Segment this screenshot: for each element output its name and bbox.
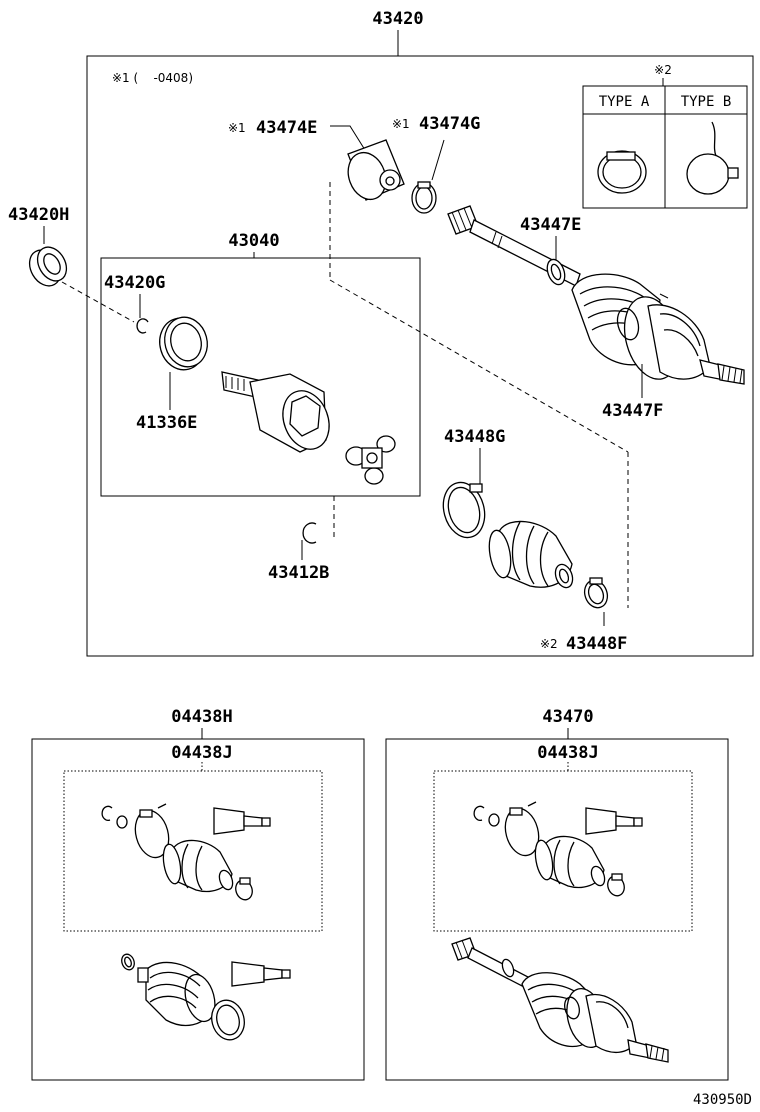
label-43474G: 43474G — [419, 114, 480, 134]
label-43474E: 43474E — [256, 118, 317, 138]
right-kit-drive-shaft-icon — [451, 937, 669, 1063]
part-43448F: ※2 43448F — [540, 612, 627, 654]
part-43447F: 43447F — [602, 364, 663, 421]
type-box: ※2 TYPE A TYPE B — [582, 63, 748, 209]
label-04438H: 04438H — [171, 707, 232, 727]
diagram-code: 430950D — [693, 1092, 752, 1108]
assembly-frame — [86, 55, 754, 657]
mark-43474G: ※1 — [392, 117, 410, 131]
clamp-type-a-icon — [597, 150, 647, 194]
label-04438J-right: 04438J — [537, 743, 598, 763]
note-1: ※1 ( -0408) — [112, 71, 193, 85]
part-43474E: ※1 43474E — [228, 118, 405, 201]
snap-ring-43420G-icon — [136, 318, 149, 334]
label-43420H: 43420H — [8, 205, 69, 225]
label-43420G: 43420G — [104, 273, 165, 293]
outboard-boot-icon — [571, 273, 745, 385]
label-43447E: 43447E — [520, 215, 581, 235]
label-43040: 43040 — [228, 231, 279, 251]
left-kit-outer-parts-icon — [121, 953, 291, 1041]
note-2-mark: ※2 — [654, 63, 672, 77]
kit-04438H: 04438H 04438J — [31, 707, 365, 1081]
part-43474G: ※1 43474G — [392, 114, 480, 214]
label-43448F: 43448F — [566, 634, 627, 654]
kit-43470: 43470 04438J — [385, 707, 729, 1081]
damper-43474E-icon — [347, 139, 405, 201]
outboard-joint-housing-icon — [221, 371, 330, 453]
clamp-43474G-icon — [411, 181, 437, 214]
snap-ring-43412B-icon — [302, 522, 317, 544]
clamp-43448G-icon — [442, 481, 486, 539]
label-04438J-left: 04438J — [171, 743, 232, 763]
inboard-boot-icon — [488, 520, 574, 589]
clamp-type-b-icon — [686, 121, 739, 195]
label-43448G: 43448G — [444, 427, 505, 447]
left-kit-inner-parts-icon — [101, 803, 271, 901]
label-43412B: 43412B — [268, 563, 329, 583]
mark-43474E: ※1 — [228, 121, 246, 135]
part-43448G: 43448G — [442, 427, 505, 539]
seal-43420H-icon — [28, 246, 68, 287]
clamp-43448F-icon — [583, 577, 609, 609]
part-43420H: 43420H — [8, 205, 135, 323]
type-a-label: TYPE A — [599, 94, 650, 110]
part-43412B: 43412B — [268, 522, 329, 583]
label-43470: 43470 — [542, 707, 593, 727]
label-43420: 43420 — [372, 9, 423, 29]
part-43447E: 43447E — [520, 215, 581, 286]
label-41336E: 41336E — [136, 413, 197, 433]
subassembly-43040: 43040 43420G 41336E — [100, 231, 421, 497]
type-b-label: TYPE B — [681, 94, 732, 110]
ring-41336E-icon — [159, 316, 208, 371]
right-kit-inner-parts-icon — [473, 801, 643, 897]
mark-43448F: ※2 — [540, 637, 558, 651]
tripod-icon — [345, 435, 396, 485]
clamp-43447E-icon — [546, 258, 566, 286]
assembly-43420: 43420 ※1 ( -0408) ※2 TYPE A TYPE B — [8, 9, 754, 657]
label-43447F: 43447F — [602, 401, 663, 421]
